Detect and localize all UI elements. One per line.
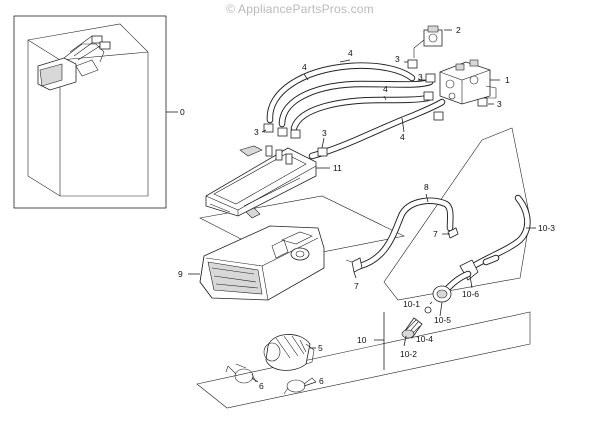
callout-0: 0 bbox=[180, 107, 185, 117]
hoses-4 bbox=[266, 62, 446, 160]
callout-6-b: 6 bbox=[319, 376, 324, 386]
callout-8: 8 bbox=[424, 182, 429, 192]
callout-10-5: 10-5 bbox=[434, 315, 451, 325]
inset-box bbox=[13, 15, 167, 209]
callout-3-d: 3 bbox=[254, 127, 259, 137]
callout-3-e: 3 bbox=[322, 128, 327, 138]
callout-6-a: 6 bbox=[259, 381, 264, 391]
clamps-7 bbox=[345, 227, 459, 273]
outline-bottom bbox=[196, 311, 531, 409]
callout-labels: 0 1 2 3 3 3 3 3 4 4 4 4 5 6 6 7 7 8 9 10… bbox=[178, 25, 555, 391]
callout-10-3: 10-3 bbox=[538, 223, 555, 233]
callout-3-a: 3 bbox=[395, 54, 400, 64]
callout-10-4: 10-4 bbox=[416, 334, 433, 344]
callout-10-1: 10-1 bbox=[403, 299, 420, 309]
callout-7-a: 7 bbox=[433, 229, 438, 239]
hose-8 bbox=[356, 197, 454, 270]
callout-4-b: 4 bbox=[302, 62, 307, 72]
callout-11: 11 bbox=[333, 163, 342, 173]
callout-4-a: 4 bbox=[348, 48, 353, 58]
callout-4-d: 4 bbox=[400, 132, 405, 142]
callout-7-b: 7 bbox=[354, 281, 359, 291]
callout-9: 9 bbox=[178, 269, 183, 279]
callout-10-6: 10-6 bbox=[462, 289, 479, 299]
duct-5 bbox=[263, 334, 315, 371]
callout-1: 1 bbox=[505, 75, 510, 85]
dispenser-housing-9 bbox=[199, 225, 325, 301]
valve-1 bbox=[439, 59, 497, 105]
callout-2: 2 bbox=[456, 25, 461, 35]
watermark: © AppliancePartsPros.com bbox=[226, 2, 374, 16]
callout-5: 5 bbox=[318, 343, 323, 353]
callout-10: 10 bbox=[357, 335, 367, 345]
pump-assembly-10 bbox=[401, 194, 531, 339]
dispenser-cover-11 bbox=[205, 145, 317, 219]
clamps-3 bbox=[263, 59, 488, 157]
valve-2 bbox=[413, 25, 443, 58]
callout-3-c: 3 bbox=[497, 99, 502, 109]
outline-right bbox=[383, 127, 531, 301]
callout-3-b: 3 bbox=[418, 72, 423, 82]
callout-4-c: 4 bbox=[383, 84, 388, 94]
leader-lines bbox=[188, 29, 536, 387]
callout-10-2: 10-2 bbox=[400, 349, 417, 359]
clamps-6 bbox=[225, 363, 317, 395]
